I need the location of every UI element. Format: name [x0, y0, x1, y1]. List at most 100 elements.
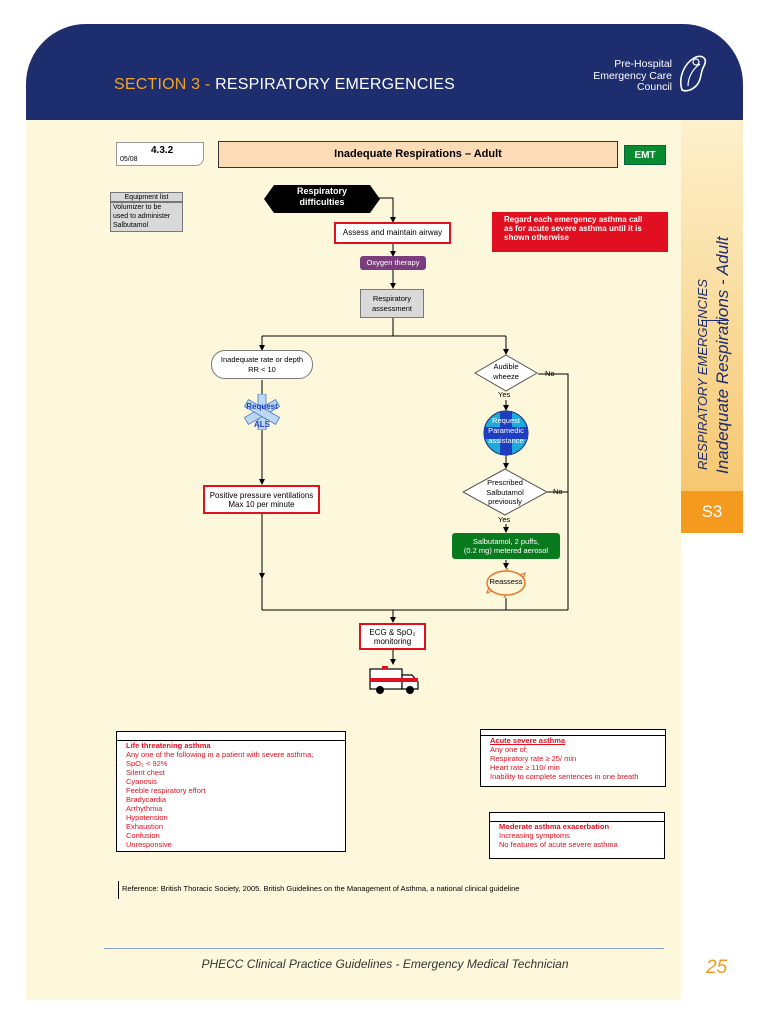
- start-node: Respiratory difficulties: [264, 186, 380, 212]
- assessment-text: assessment: [371, 304, 413, 313]
- inadequate-text: Inadequate rate or depth: [220, 355, 304, 364]
- equipment-text: Volumizer to be used to administer Salbu…: [110, 202, 183, 232]
- ppv-text: Max 10 per minute: [228, 500, 295, 509]
- org-line-3: Council: [636, 81, 672, 93]
- life-threatening-item: Confusion: [126, 831, 160, 840]
- paramedic-text: assistance: [488, 436, 524, 445]
- doc-number: 4.3.2: [151, 145, 174, 156]
- reassess-node: Reassess: [489, 577, 523, 586]
- equipment-label: Equipment list: [110, 192, 183, 202]
- life-threatening-item: Hypotension: [126, 813, 168, 822]
- acute-severe-item: Heart rate ≥ 110/ min: [490, 763, 560, 772]
- ppv-text: Positive pressure ventilations: [209, 491, 314, 500]
- header-banner: [26, 24, 743, 120]
- assessment-text: Respiratory: [372, 294, 412, 303]
- salbutamol-step: Salbutamol, 2 puffs, (0.2 mg) metered ae…: [452, 533, 560, 559]
- moderate-box: Moderate asthma exacerbation Increasing …: [489, 812, 665, 859]
- section-dash: -: [200, 76, 216, 93]
- acute-severe-box: Acute severe asthma Any one of; Respirat…: [480, 729, 666, 787]
- life-threatening-item: Feeble respiratory effort: [126, 786, 206, 795]
- star-of-life-icon: [244, 394, 280, 430]
- moderate-title: Moderate asthma exacerbation: [499, 822, 610, 831]
- ecg-text: monitoring: [373, 637, 412, 646]
- box-header-strip: [481, 730, 665, 736]
- side-divider: [701, 320, 729, 321]
- salbutamol-text: Salbutamol, 2 puffs,: [472, 537, 540, 546]
- org-name: Pre-Hospital Emergency Care Council: [580, 58, 672, 94]
- start-text: difficulties: [299, 197, 345, 207]
- phecc-logo-icon: [679, 55, 707, 92]
- page-number: 25: [706, 957, 728, 978]
- als-text: ALS: [254, 420, 270, 429]
- inadequate-text: RR < 10: [248, 365, 276, 374]
- life-threatening-box: Life threatening asthma Any one of the f…: [116, 731, 346, 852]
- level-badge: EMT: [624, 145, 666, 165]
- reference-text: Reference: British Thoracic Society, 200…: [122, 884, 520, 893]
- prescribed-text: Prescribed: [487, 478, 523, 487]
- airway-step: Assess and maintain airway: [334, 222, 451, 244]
- life-threatening-item: Exhaustion: [126, 822, 164, 831]
- paramedic-text: Request: [492, 416, 520, 425]
- salbutamol-decision: Prescribed Salbutamol previously: [462, 478, 548, 507]
- life-threatening-item: SpO₂ < 92%: [126, 759, 168, 768]
- request-als-node: Request ALS: [236, 398, 288, 434]
- salbutamol-text: (0.2 mg) metered aerosol: [463, 546, 549, 555]
- footer-rule: [104, 948, 664, 949]
- box-header-strip: [490, 813, 664, 822]
- wheeze-text: Audible: [493, 362, 519, 371]
- ecg-step: ECG & SpO₂ monitoring: [359, 623, 426, 650]
- section-title: SECTION 3 - RESPIRATORY EMERGENCIES: [114, 76, 455, 94]
- equipment-line: Salbutamol: [113, 222, 149, 229]
- life-threatening-item: Arrhythmia: [126, 804, 163, 813]
- equipment-line: used to administer: [113, 213, 171, 220]
- oxygen-step: Oxygen therapy: [360, 256, 426, 270]
- doc-number-card: 4.3.2 05/08: [116, 142, 204, 166]
- als-text: Request: [246, 402, 278, 411]
- ecg-text: ECG & SpO₂: [369, 628, 416, 637]
- box-header-strip: [117, 732, 345, 741]
- acute-severe-item: Respiratory rate ≥ 25/ min: [490, 754, 577, 763]
- paramedic-icon: [483, 410, 529, 456]
- paramedic-text: Paramedic: [488, 426, 524, 435]
- wheeze-decision-shape: [474, 354, 538, 392]
- request-paramedic-node: Request Paramedic assistance: [478, 416, 534, 446]
- ppv-step: Positive pressure ventilations Max 10 pe…: [203, 485, 320, 514]
- notice-line: shown otherwise: [504, 233, 569, 242]
- wheeze-decision: Audible wheeze: [474, 362, 538, 382]
- inadequate-rate-node: Inadequate rate or depth RR < 10: [211, 350, 313, 379]
- life-threatening-item: Bradycardia: [126, 795, 167, 804]
- section-name: RESPIRATORY EMERGENCIES: [215, 76, 456, 93]
- life-threatening-item: Unresponsive: [126, 840, 172, 849]
- moderate-item: Increasing symptoms: [499, 831, 570, 840]
- asthma-notice: Regard each emergency asthma call as for…: [492, 212, 668, 252]
- prescribed-text: Salbutamol: [486, 487, 524, 497]
- notice-line: Regard each emergency asthma call: [504, 215, 643, 224]
- page-title: Inadequate Respirations – Adult: [218, 141, 618, 168]
- acute-severe-item: Inability to complete sentences in one b…: [490, 772, 639, 781]
- org-line-1: Pre-Hospital: [614, 58, 672, 70]
- life-threatening-item: Cyanosis: [126, 777, 157, 786]
- section-number: SECTION 3: [114, 76, 201, 93]
- org-line-2: Emergency Care: [593, 69, 672, 82]
- acute-severe-title: Acute severe asthma: [490, 736, 566, 745]
- start-node-shape: [264, 185, 380, 213]
- start-text: Respiratory: [296, 186, 348, 196]
- section-tab[interactable]: S3: [681, 491, 743, 533]
- life-threatening-item: Any one of the following in a patient wi…: [126, 750, 314, 759]
- life-threatening-title: Life threatening asthma: [126, 741, 211, 750]
- life-threatening-item: Silent chest: [126, 768, 165, 777]
- acute-severe-item: Any one of;: [490, 745, 528, 754]
- moderate-item: No features of acute severe asthma: [499, 840, 618, 849]
- reference-bar: [118, 881, 119, 899]
- notice-line: as for acute severe asthma until it is: [504, 224, 642, 233]
- yes-label: Yes: [498, 515, 511, 524]
- doc-date: 05/08: [120, 156, 138, 163]
- no-label: No: [553, 487, 563, 496]
- reassess-loop-icon: [486, 568, 526, 598]
- no-label: No: [545, 369, 555, 378]
- yes-label: Yes: [498, 390, 511, 399]
- prescribed-text: previously: [488, 497, 522, 506]
- salbutamol-decision-shape: [462, 468, 548, 516]
- side-panel: [681, 120, 743, 491]
